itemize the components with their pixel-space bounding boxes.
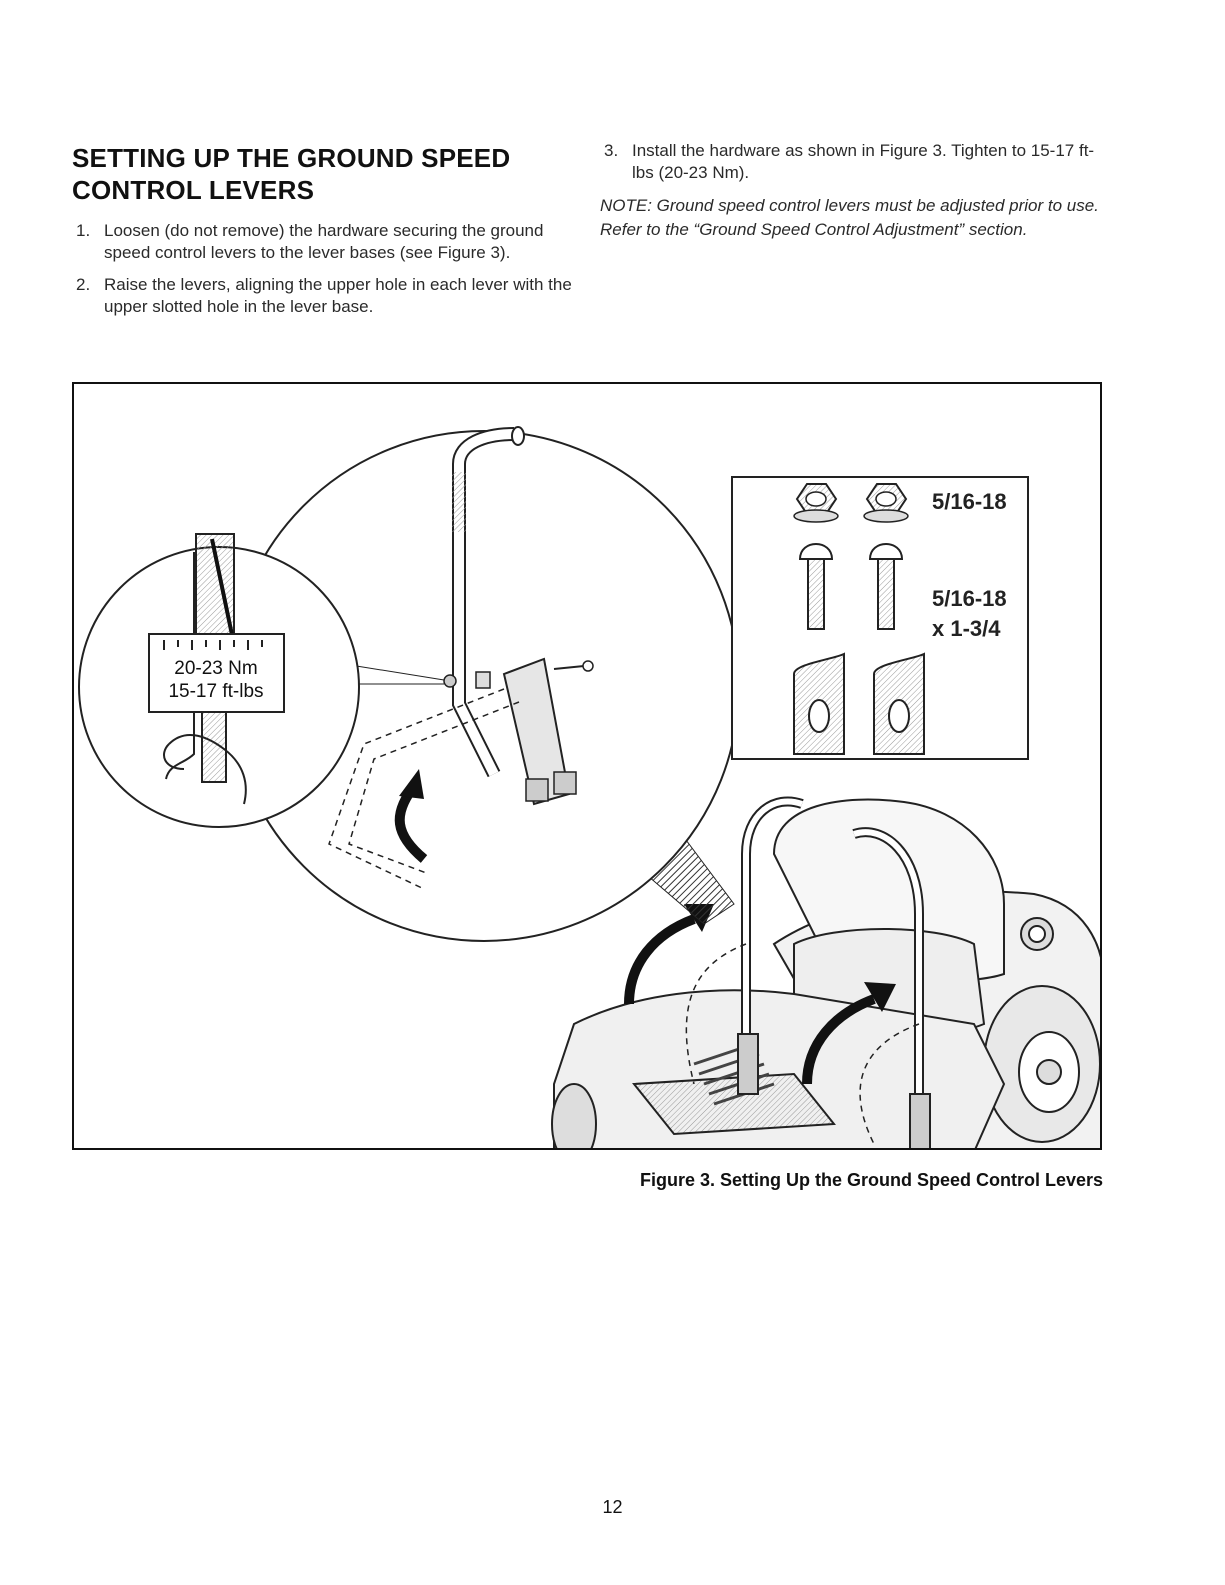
hardware-panel: 5/16-18 5/16-18 x 1-3/4 <box>731 476 1029 760</box>
step-text: Install the hardware as shown in Figure … <box>632 141 1095 182</box>
carriage-bolt-icon <box>868 543 904 630</box>
left-column: SETTING UP THE GROUND SPEED CONTROL LEVE… <box>72 142 582 328</box>
step-number: 2. <box>76 275 91 294</box>
figure-caption: Figure 3. Setting Up the Ground Speed Co… <box>639 1170 1103 1190</box>
spacer-icon <box>873 652 925 755</box>
spacer-icon <box>793 652 845 755</box>
mower-illustration <box>551 796 1100 1148</box>
torque-nm-label: 20-23 Nm <box>174 658 257 679</box>
step-item-1: 1. Loosen (do not remove) the hardware s… <box>72 220 582 264</box>
nut-size-label: 5/16-18 <box>932 489 1007 514</box>
torque-wrench-detail: 20-23 Nm 15-17 ft-lbs <box>78 533 360 828</box>
step-item-3: 3. Install the hardware as shown in Figu… <box>600 140 1110 184</box>
steps-list-right: 3. Install the hardware as shown in Figu… <box>600 140 1110 184</box>
figure-3: 20-23 Nm 15-17 ft-lbs 5/16-18 <box>72 382 1102 1150</box>
zoom-circle-detail <box>228 426 740 942</box>
step-item-2: 2. Raise the levers, aligning the upper … <box>72 274 582 318</box>
figure-illustration: 20-23 Nm 15-17 ft-lbs 5/16-18 <box>78 426 1100 1148</box>
step-number: 1. <box>76 221 91 240</box>
flange-nut-icon <box>793 483 839 523</box>
carriage-bolt-icon <box>798 543 834 630</box>
right-column: 3. Install the hardware as shown in Figu… <box>600 140 1110 242</box>
bolt-length-label: x 1-3/4 <box>932 616 1001 641</box>
note-text: NOTE: Ground speed control levers must b… <box>600 196 1099 239</box>
step-text: Loosen (do not remove) the hardware secu… <box>104 221 544 262</box>
steps-list-left: 1. Loosen (do not remove) the hardware s… <box>72 220 582 318</box>
step-text: Raise the levers, aligning the upper hol… <box>104 275 572 316</box>
page-number: 12 <box>602 1497 623 1517</box>
flange-nut-icon <box>863 483 909 523</box>
section-title: SETTING UP THE GROUND SPEED CONTROL LEVE… <box>72 143 511 205</box>
step-number: 3. <box>604 141 619 160</box>
bolt-size-label: 5/16-18 <box>932 586 1007 611</box>
torque-ftlbs-label: 15-17 ft-lbs <box>168 681 263 702</box>
